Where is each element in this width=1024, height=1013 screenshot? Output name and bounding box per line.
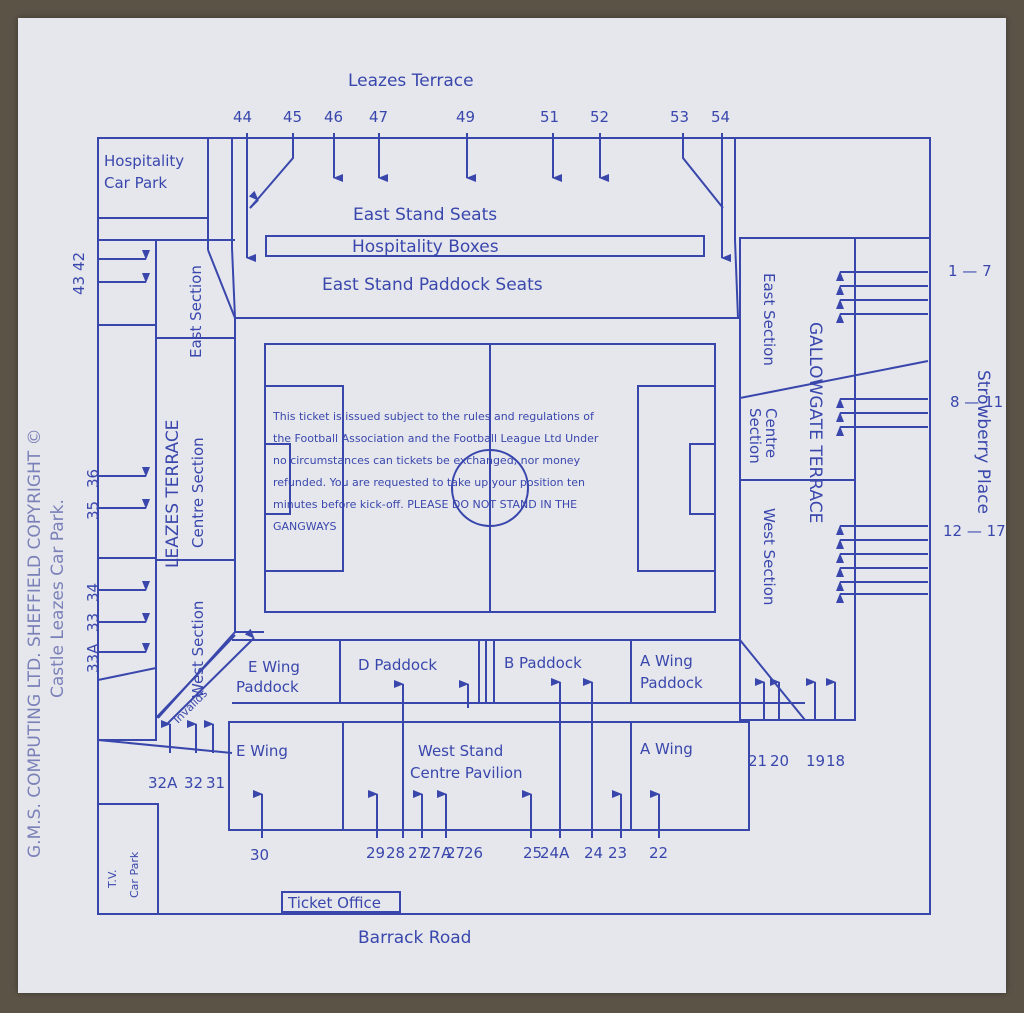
gate-44: 44	[233, 108, 252, 126]
gate-45: 45	[283, 108, 302, 126]
gate-43: 43	[70, 276, 88, 295]
right-gate-arrows	[836, 271, 928, 603]
gate-22: 22	[649, 844, 668, 862]
west-stand-line2: Centre Pavilion	[410, 764, 523, 782]
e-wing-paddock-line2: Paddock	[236, 678, 299, 696]
ticket: Leazes Terrace Barrack Road Strowberry P…	[18, 18, 1006, 993]
gallowgate-terrace-label: GALLOWGATE TERRACE	[805, 322, 825, 523]
right-six-yard-box	[689, 443, 716, 515]
gate-51: 51	[540, 108, 559, 126]
road-right: Strowberry Place	[973, 370, 993, 514]
east-stand-paddock-seats: East Stand Paddock Seats	[322, 275, 543, 295]
gate-20: 20	[770, 752, 789, 770]
gate-46: 46	[324, 108, 343, 126]
notice-line: GANGWAYS	[273, 520, 337, 533]
a-wing: A Wing	[640, 740, 693, 758]
notice-line: refunded. You are requested to take up y…	[273, 476, 586, 489]
road-bottom: Barrack Road	[358, 928, 471, 948]
notice-line: This ticket is issued subject to the rul…	[273, 410, 594, 423]
notice-line: no circumstances can tickets be exchange…	[273, 454, 581, 467]
gate-12-17: 12 — 17	[943, 522, 1006, 540]
gate-27: 27	[408, 844, 427, 862]
gate-54: 54	[711, 108, 730, 126]
top-gate-arrows	[246, 133, 731, 262]
gate-26: 26	[464, 844, 483, 862]
gate-35: 35	[84, 501, 102, 520]
hospitality-car-park-line2: Car Park	[104, 174, 167, 192]
gate-34: 34	[84, 583, 102, 602]
gallowgate-west-section: West Section	[760, 508, 778, 605]
gate-24a: 24A	[540, 844, 570, 862]
gate-1-7: 1 — 7	[948, 262, 992, 280]
tv-car-park-line2: Car Park	[128, 851, 141, 898]
left-six-yard-box	[264, 443, 291, 515]
d-paddock: D Paddock	[358, 656, 437, 674]
gate-52: 52	[590, 108, 609, 126]
gate-27-b: 27	[446, 844, 465, 862]
hospitality-boxes: Hospitality Boxes	[352, 237, 499, 257]
leazes-terrace-label: LEAZES TERRACE	[163, 420, 183, 568]
gate-29: 29	[366, 844, 385, 862]
centre-circle	[451, 449, 529, 527]
castle-leazes-car-park: Castle Leazes Car Park.	[48, 499, 68, 698]
a-wing-paddock-line1: A Wing	[640, 652, 693, 670]
gate-28: 28	[386, 844, 405, 862]
gate-42: 42	[70, 252, 88, 271]
a-wing-paddock-line2: Paddock	[640, 674, 703, 692]
notice-line: minutes before kick-off. PLEASE DO NOT S…	[273, 498, 578, 511]
gate-30: 30	[250, 846, 269, 864]
gate-33: 33	[84, 613, 102, 632]
gallowgate-east-section: East Section	[760, 273, 778, 366]
gate-36: 36	[84, 469, 102, 488]
leazes-east-section: East Section	[187, 265, 205, 358]
gate-27a: 27A	[422, 844, 452, 862]
gate-25: 25	[523, 844, 542, 862]
gate-31: 31	[206, 774, 225, 792]
gate-18: 18	[826, 752, 845, 770]
stadium-plan: Leazes Terrace Barrack Road Strowberry P…	[25, 71, 1006, 948]
gate-33a: 33A	[84, 643, 102, 673]
tv-car-park-line1: T.V.	[106, 869, 119, 889]
gate-47: 47	[369, 108, 388, 126]
gallowgate-centre-line1: Centre	[762, 408, 780, 458]
west-stand-line1: West Stand	[418, 742, 503, 760]
hospitality-car-park-line1: Hospitality	[104, 152, 184, 170]
gate-32a: 32A	[148, 774, 178, 792]
gate-8-11: 8 — 11	[950, 393, 1003, 411]
gate-53: 53	[670, 108, 689, 126]
b-paddock: B Paddock	[504, 654, 582, 672]
ticket-office: Ticket Office	[287, 894, 381, 912]
road-top: Leazes Terrace	[348, 71, 474, 91]
gate-24: 24	[584, 844, 603, 862]
east-stand-seats: East Stand Seats	[353, 205, 497, 225]
gate-19: 19	[806, 752, 825, 770]
e-wing: E Wing	[236, 742, 288, 760]
bottom-gate-arrows	[161, 628, 836, 838]
gate-49: 49	[456, 108, 475, 126]
gallowgate-centre-line2: Section	[746, 408, 764, 464]
gate-32: 32	[184, 774, 203, 792]
left-gate-arrows	[98, 250, 150, 653]
gate-21: 21	[748, 752, 767, 770]
hospitality-boxes-outline	[265, 235, 705, 257]
notice-line: the Football Association and the Footbal…	[273, 432, 599, 445]
gate-23: 23	[608, 844, 627, 862]
e-wing-paddock-line1: E Wing	[248, 658, 300, 676]
leazes-centre-section: Centre Section	[189, 437, 207, 548]
ticket-terms-notice: This ticket is issued subject to the rul…	[273, 406, 725, 538]
copyright-text: G.M.S. COMPUTING LTD. SHEFFIELD COPYRIGH…	[25, 428, 45, 858]
leazes-west-section: West Section	[189, 601, 207, 698]
